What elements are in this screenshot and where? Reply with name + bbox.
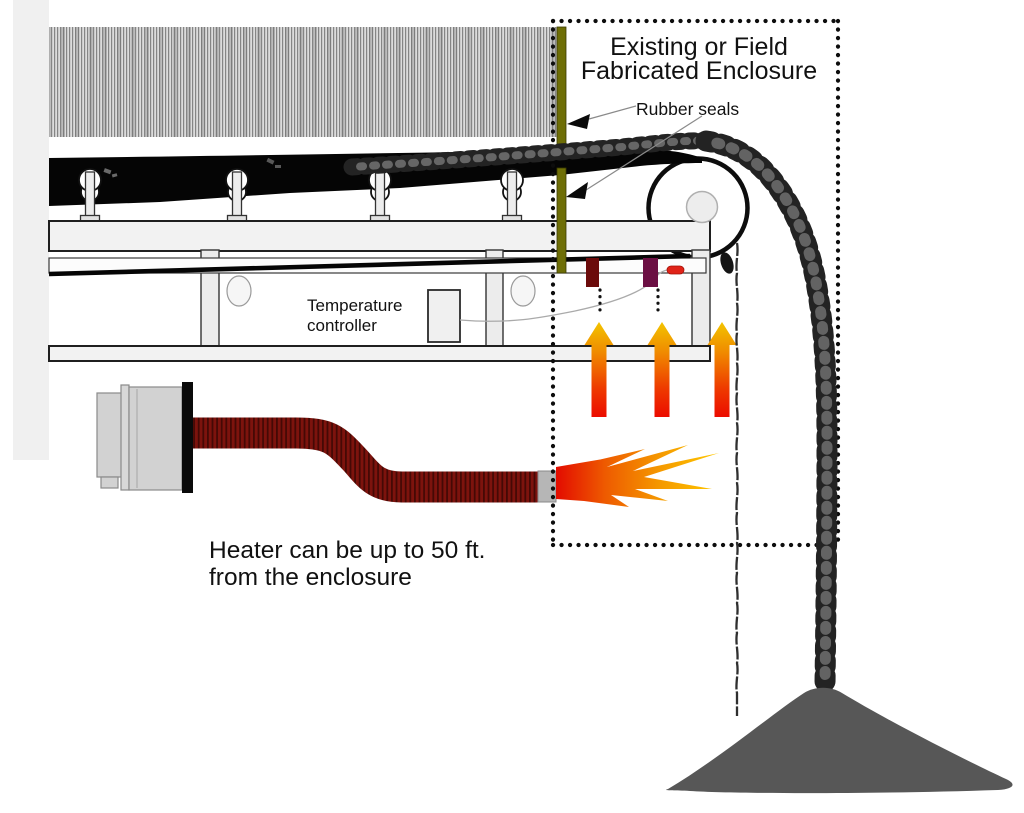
material-flow <box>343 130 838 695</box>
rubber-seal-leaders <box>566 105 703 199</box>
heater-unit <box>96 382 557 503</box>
roller <box>500 168 524 222</box>
conveyor-frame <box>48 220 711 362</box>
heater-note-line2: from the enclosure <box>209 564 412 591</box>
heater-body <box>128 386 183 491</box>
left-wall-bar <box>13 0 49 460</box>
roller <box>225 168 249 222</box>
return-belt <box>48 253 691 277</box>
leader-arrowhead-icon <box>566 182 588 199</box>
leader-line <box>585 115 703 191</box>
rubber-seals-label: Rubber seals <box>636 99 739 119</box>
temperature-sensor <box>643 258 658 287</box>
enclosure-dotted-border <box>550 18 841 548</box>
scraper-drip <box>720 252 734 274</box>
enclosure-title-line2: Fabricated Enclosure <box>581 57 817 85</box>
frame-idler-end <box>510 275 536 307</box>
roller <box>78 168 102 222</box>
temperature-controller-label-line1: Temperature <box>307 296 402 315</box>
heater-rear-cap <box>96 392 124 478</box>
hot-air-arrows <box>584 322 737 417</box>
rubber-seal-lower <box>556 167 567 274</box>
heat-sensor <box>586 258 599 287</box>
hatched-block-shade <box>49 27 557 137</box>
flame <box>556 445 719 507</box>
hot-air-arrow <box>584 322 614 417</box>
hot-air-arrow <box>647 322 677 417</box>
material-stockpile <box>666 687 1013 794</box>
stream-texture <box>700 135 833 690</box>
pulley-hub <box>685 190 719 224</box>
rubber-seal-upper <box>556 26 567 147</box>
leader-line <box>588 105 637 120</box>
hatched-block <box>49 27 557 137</box>
roller <box>368 168 392 222</box>
fines-trickle-line <box>735 242 739 716</box>
enclosure-title-line1: Existing or Field <box>610 33 788 61</box>
belt-specks <box>103 157 281 178</box>
temperature-controller-box <box>427 289 461 343</box>
heater-flex-duct <box>193 417 540 503</box>
heater-ring <box>120 384 130 491</box>
frame-bottom-rail <box>48 345 711 362</box>
frame-idler-end <box>226 275 252 307</box>
heater-foot <box>100 476 119 489</box>
leader-arrowhead-icon <box>567 114 590 129</box>
idler-rollers <box>78 168 524 222</box>
frame-top-rail <box>48 220 711 252</box>
material-texture <box>348 136 710 171</box>
hot-air-arrow <box>707 322 737 417</box>
heater-note-line1: Heater can be up to 50 ft. <box>209 537 486 564</box>
temperature-controller-label-line2: controller <box>307 316 377 335</box>
heater-flange <box>182 382 193 493</box>
indicator-light <box>666 265 685 275</box>
